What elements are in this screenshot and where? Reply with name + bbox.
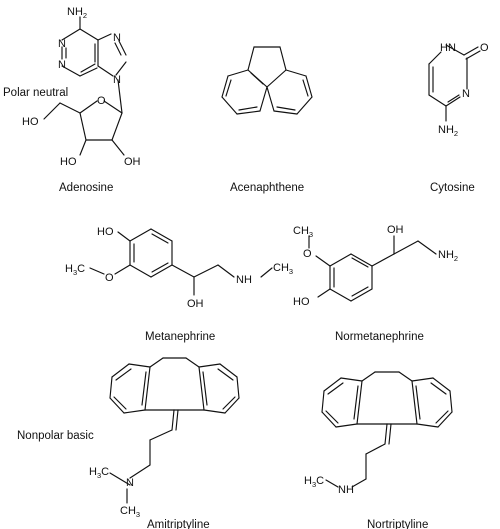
metanephrine-beta-hydroxyl-label: OH	[187, 298, 204, 310]
normetanephrine-beta-hydroxyl-label: OH	[387, 224, 404, 236]
adenosine-name: Adenosine	[59, 182, 113, 194]
ribose-oxygen-label: O	[97, 95, 106, 107]
cytosine-name: Cytosine	[430, 182, 475, 194]
normetanephrine-methoxy-oxygen-label: O	[303, 248, 312, 260]
nortriptyline-methyl-label: H3C	[304, 475, 324, 489]
normetanephrine-structure: CH3 O HO OH NH2	[293, 224, 458, 308]
category-polar-neutral: Polar neutral	[3, 87, 68, 99]
nortriptyline-name: Nortriptyline	[367, 519, 428, 529]
metanephrine-hydroxyl-label: HO	[97, 226, 114, 238]
cytosine-amino-label: NH2	[438, 124, 458, 138]
cytosine-n3-label: N	[462, 88, 470, 100]
cytosine-n1-label: H	[440, 42, 448, 54]
cytosine-carbonyl-label: O	[480, 42, 489, 54]
amitriptyline-name: Amitriptyline	[147, 519, 210, 529]
adenosine-n9-label: N	[113, 74, 121, 86]
nortriptyline-amine-label: NH	[338, 484, 354, 496]
metanephrine-amine-label: NH	[236, 274, 252, 286]
metanephrine-methoxy-oxygen-label: O	[105, 272, 114, 284]
cytosine-n1-label-n: N	[448, 42, 456, 54]
adenosine-structure: NH2 N N N N O HO HO OH	[22, 6, 141, 168]
metanephrine-name: Metanephrine	[145, 331, 215, 343]
normetanephrine-name: Normetanephrine	[335, 331, 424, 343]
category-nonpolar-basic: Nonpolar basic	[17, 430, 94, 442]
amitriptyline-nitrogen-label: N	[126, 477, 134, 489]
adenosine-n1-label: N	[58, 38, 66, 50]
adenosine-2-hydroxyl-label: OH	[124, 156, 141, 168]
metanephrine-methyl-label: H3C	[65, 263, 85, 277]
metanephrine-n-methyl-label: CH3	[273, 262, 293, 276]
normetanephrine-hydroxyl-label: HO	[293, 296, 310, 308]
adenosine-5-hydroxyl-label: HO	[22, 116, 39, 128]
adenosine-n3-label: N	[58, 59, 66, 71]
normetanephrine-methyl-label: CH3	[293, 225, 313, 239]
metanephrine-structure: HO O H3C OH NH CH3	[65, 226, 293, 310]
acenaphthene-name: Acenaphthene	[230, 182, 304, 194]
adenosine-3-hydroxyl-label: HO	[60, 156, 77, 168]
cytosine-structure: H N O N NH2	[428, 42, 489, 138]
amitriptyline-structure: N H3C CH3	[89, 357, 240, 519]
amitriptyline-methyl-label: H3C	[89, 466, 109, 480]
normetanephrine-amino-label: NH2	[438, 249, 458, 263]
acenaphthene-structure	[221, 46, 313, 115]
adenosine-n7-label: N	[113, 32, 121, 44]
amitriptyline-second-methyl-label: CH3	[120, 505, 140, 519]
adenosine-amino-label: NH2	[67, 6, 87, 20]
nortriptyline-structure: NH H3C	[304, 371, 453, 496]
